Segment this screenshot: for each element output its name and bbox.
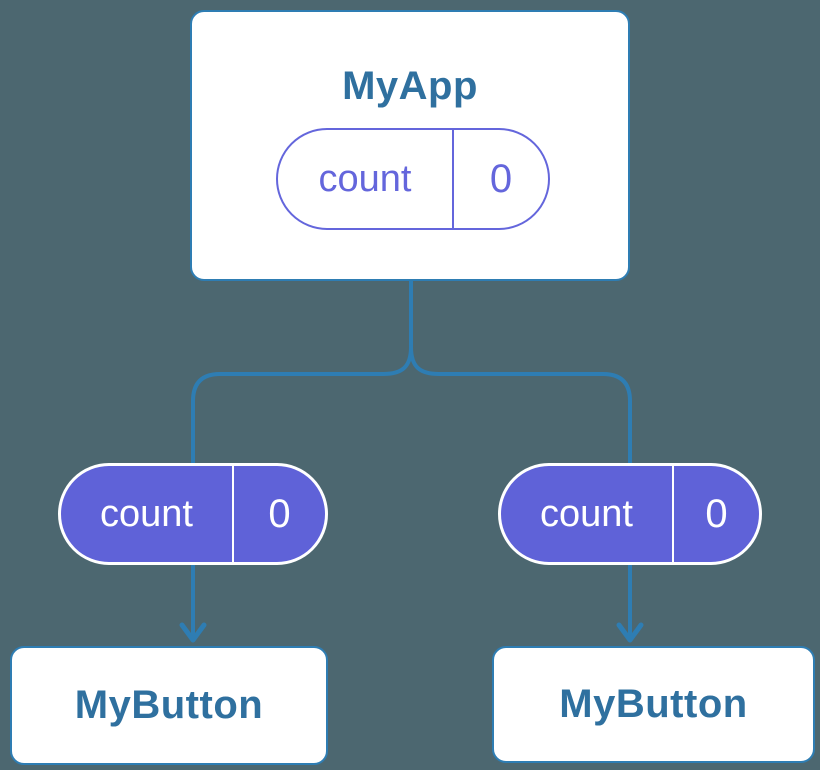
node-mybutton-left-title: MyButton (74, 683, 264, 727)
node-mybutton-left: MyButton (10, 646, 328, 765)
branch-right (409, 345, 632, 636)
prop-pill-right-name: count (501, 466, 674, 562)
state-pill-myapp-value: 0 (489, 156, 513, 201)
prop-pill-left: count 0 (58, 463, 328, 565)
prop-pill-left-value: 0 (268, 491, 291, 536)
node-mybutton-right-title: MyButton (559, 682, 748, 726)
arrowhead-right-icon (616, 622, 644, 643)
state-pill-myapp: count 0 (276, 128, 550, 230)
branch-left (191, 345, 413, 636)
prop-pill-left-name: count (61, 466, 234, 562)
node-myapp-title: MyApp (342, 64, 478, 108)
state-pill-myapp-name: count (278, 130, 454, 228)
prop-pill-right-value: 0 (705, 491, 728, 536)
arrowhead-left-icon (179, 622, 207, 643)
node-mybutton-right: MyButton (492, 646, 815, 763)
prop-pill-right: count 0 (498, 463, 762, 565)
